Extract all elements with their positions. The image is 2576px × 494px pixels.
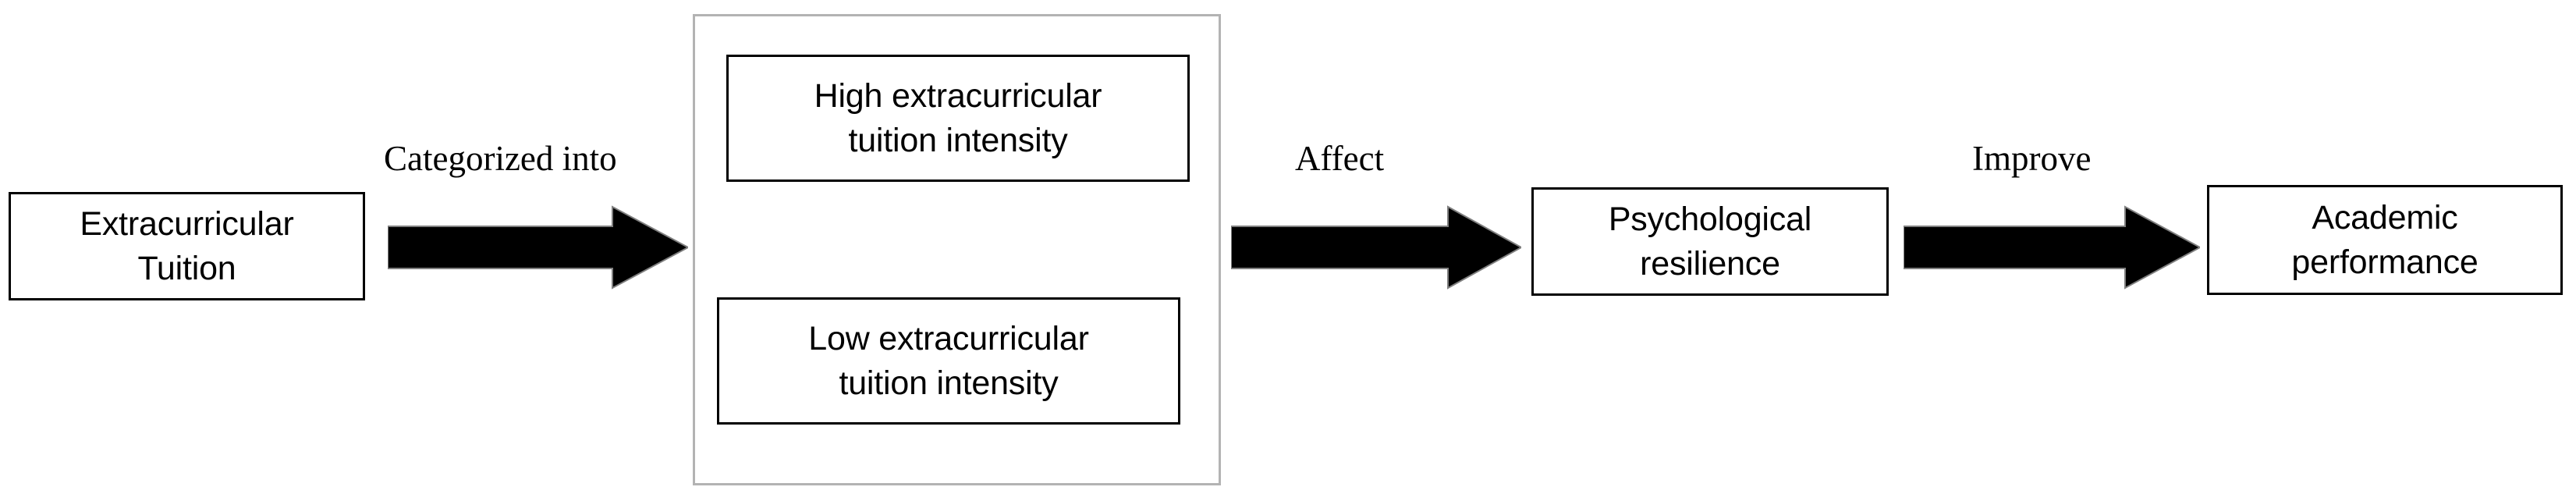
node-low-extracurricular-tuition-intensity[interactable]: Low extracurricular tuition intensity [717,297,1180,425]
right-arrow-icon [388,205,688,290]
node-psychological-resilience[interactable]: Psychological resilience [1531,187,1889,296]
edge-caption-improve: Improve [1972,139,2092,178]
node-extracurricular-tuition[interactable]: Extracurricular Tuition [9,192,365,300]
node-label-extracurricular-tuition: Extracurricular Tuition [80,204,294,287]
node-high-extracurricular-tuition-intensity[interactable]: High extracurricular tuition intensity [726,55,1190,182]
edge-caption-affect: Affect [1295,139,1385,178]
arrow-improve [1904,204,2200,291]
node-label-high-intensity: High extracurricular tuition intensity [814,76,1102,159]
edge-caption-categorized-into: Categorized into [384,139,617,178]
arrow-categorized-into [388,204,688,291]
right-arrow-icon [1904,205,2200,290]
arrow-affect [1231,204,1521,291]
node-label-psychological-resilience: Psychological resilience [1608,200,1812,283]
node-label-academic-performance: Academic performance [2291,198,2478,281]
node-label-low-intensity: Low extracurricular tuition intensity [808,319,1089,402]
right-arrow-icon [1231,205,1521,290]
node-academic-performance[interactable]: Academic performance [2207,185,2563,295]
